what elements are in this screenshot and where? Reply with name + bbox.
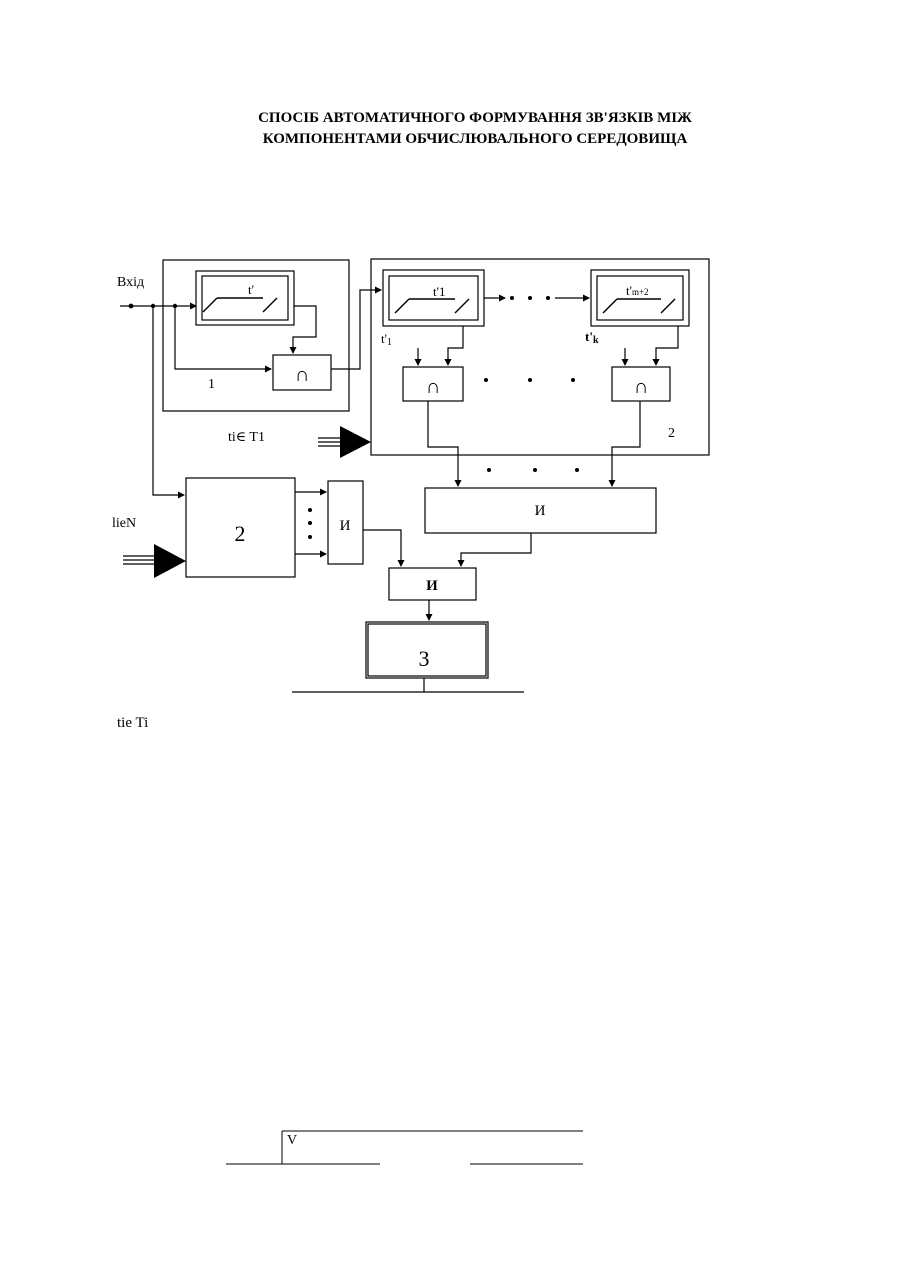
block1-frame (163, 260, 349, 411)
label-tap-first: t'1 (381, 331, 392, 348)
wire-input-to-intersect (175, 306, 271, 369)
reg1-slash-right (263, 298, 277, 312)
label-tap-last-main: t' (585, 329, 593, 344)
dot-and-2 (533, 468, 537, 472)
label-block2-top-number: 2 (668, 426, 675, 441)
wire-reg1-to-intersect (293, 306, 316, 353)
label-block3-number: 3 (419, 646, 430, 671)
dot-b2-2 (308, 521, 312, 525)
wire-andwide-to-final (461, 533, 531, 566)
footer-v-label: V (287, 1133, 297, 1149)
label-reg-first: t'1 (433, 284, 445, 299)
label-tap-first-sub: 1 (387, 337, 392, 348)
wire-reglast-to-intersect (656, 326, 678, 365)
wire-input-to-block2 (153, 306, 184, 495)
label-reg-last: t'm+2 (626, 283, 649, 298)
dot-int-3 (571, 378, 575, 382)
label-block1-number: 1 (208, 377, 215, 392)
dot-int-2 (528, 378, 532, 382)
dot-b2-3 (308, 535, 312, 539)
label-input: Вхід (117, 275, 144, 290)
label-and-wide: И (535, 503, 546, 519)
arrow-lieN (154, 544, 186, 578)
junction-input (129, 304, 134, 309)
block2-frame (371, 259, 709, 455)
label-tap-last: t'k (585, 329, 599, 346)
label-tie-Ti: tie Ti (117, 715, 148, 732)
wire-intersectl-to-and (612, 401, 640, 486)
dot-and-3 (575, 468, 579, 472)
symbol-intersect-first: ∩ (426, 376, 440, 398)
label-ti-T1: ti∈ T1 (228, 430, 265, 445)
dot-reg-1 (510, 296, 514, 300)
wire-block1-to-regfirst (331, 290, 381, 369)
wire-regfirst-to-intersect (448, 326, 463, 365)
dot-int-1 (484, 378, 488, 382)
reg1-slash-left (203, 298, 217, 312)
register-last (591, 270, 689, 326)
label-and-final: И (426, 578, 438, 594)
symbol-intersect-1: ∩ (295, 364, 309, 386)
symbol-intersect-last: ∩ (634, 376, 648, 398)
label-and-small: И (340, 518, 351, 534)
arrow-ti (340, 426, 371, 458)
regl-slash-right (661, 299, 675, 313)
wire-intersectf-to-and (428, 401, 458, 486)
label-reg-last-sub: m+2 (632, 287, 649, 297)
junction-1 (151, 304, 155, 308)
regf-slash-right (455, 299, 469, 313)
regf-slash-left (395, 299, 409, 313)
label-tap-last-sub: k (593, 335, 599, 346)
register-last-inner (597, 276, 683, 320)
label-lieN: lieN (112, 516, 136, 531)
label-block2-left-number: 2 (235, 521, 246, 546)
wire-andsmall-to-final (363, 530, 401, 566)
dot-reg-3 (546, 296, 550, 300)
label-reg1: t' (248, 282, 254, 297)
dot-and-1 (487, 468, 491, 472)
junction-2 (173, 304, 177, 308)
dot-b2-1 (308, 508, 312, 512)
dot-reg-2 (528, 296, 532, 300)
regl-slash-left (603, 299, 617, 313)
